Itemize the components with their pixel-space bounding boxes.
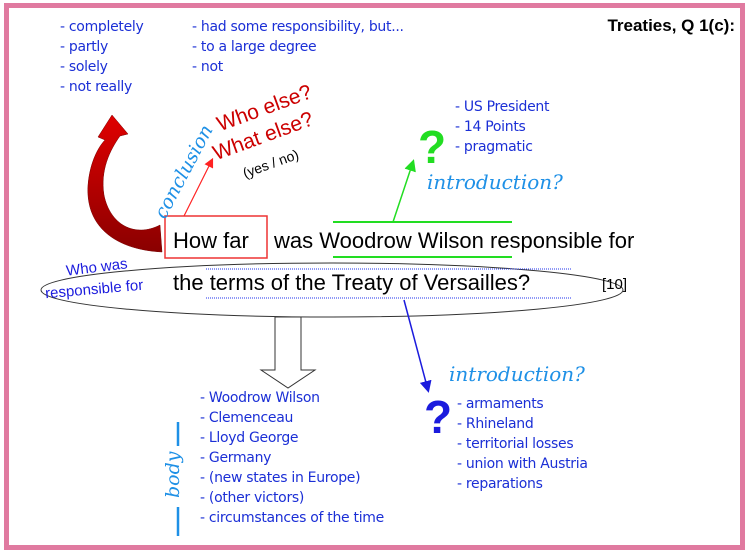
list-item: - armaments <box>457 396 544 412</box>
list-item: - territorial losses <box>457 436 574 452</box>
list-item: - Woodrow Wilson <box>200 390 320 406</box>
list-item: - partly <box>60 39 108 55</box>
terms-notes-list: - armaments - Rhineland - territorial lo… <box>457 394 588 494</box>
slide-title: Treaties, Q 1(c): <box>607 16 735 35</box>
question-line1: was Woodrow Wilson responsible for <box>274 228 635 253</box>
list-item: - pragmatic <box>455 139 533 155</box>
slide-frame <box>4 3 745 550</box>
introduction-label-bottom: introduction? <box>449 362 585 386</box>
marks-label: [10] <box>602 276 628 293</box>
how-far-box <box>164 215 268 259</box>
introduction-arrow-green <box>392 159 416 223</box>
list-item: - Germany <box>200 450 272 466</box>
list-item: - had some responsibility, but... <box>192 19 404 35</box>
list-item: - circumstances of the time <box>200 510 384 526</box>
degree-options-col2: - had some responsibility, but... - to a… <box>192 17 404 77</box>
introduction-arrow-blue <box>403 299 432 393</box>
list-item: - US President <box>455 99 550 115</box>
list-item: - 14 Points <box>455 119 526 135</box>
degree-options-col1: - completely - partly - solely - not rea… <box>60 17 144 97</box>
list-item: - completely <box>60 19 144 35</box>
body-list: - Woodrow Wilson - Clemenceau - Lloyd Ge… <box>200 388 384 528</box>
list-item: - not really <box>60 79 132 95</box>
list-item: - Rhineland <box>457 416 534 432</box>
list-item: - not <box>192 59 223 75</box>
list-item: - (other victors) <box>200 490 305 506</box>
list-item: - (new states in Europe) <box>200 470 361 486</box>
introduction-label-top: introduction? <box>427 170 563 194</box>
responsible-ellipse <box>40 262 624 318</box>
list-item: - reparations <box>457 476 543 492</box>
hollow-down-arrow-icon <box>259 316 317 389</box>
list-item: - union with Austria <box>457 456 588 472</box>
question-line2: the terms of the Treaty of Versailles? <box>173 270 531 295</box>
conclusion-arrow <box>183 157 214 217</box>
wilson-notes-list: - US President - 14 Points - pragmatic <box>455 97 550 157</box>
list-item: - Lloyd George <box>200 430 299 446</box>
list-item: - Clemenceau <box>200 410 294 426</box>
question-mark-green-icon: ? <box>418 121 447 173</box>
question-how-far: How far <box>173 228 249 253</box>
curved-arrow-icon <box>87 114 163 253</box>
question-mark-blue-icon: ? <box>424 391 453 443</box>
body-label: body <box>162 451 184 499</box>
list-item: - solely <box>60 59 108 75</box>
list-item: - to a large degree <box>192 39 317 55</box>
